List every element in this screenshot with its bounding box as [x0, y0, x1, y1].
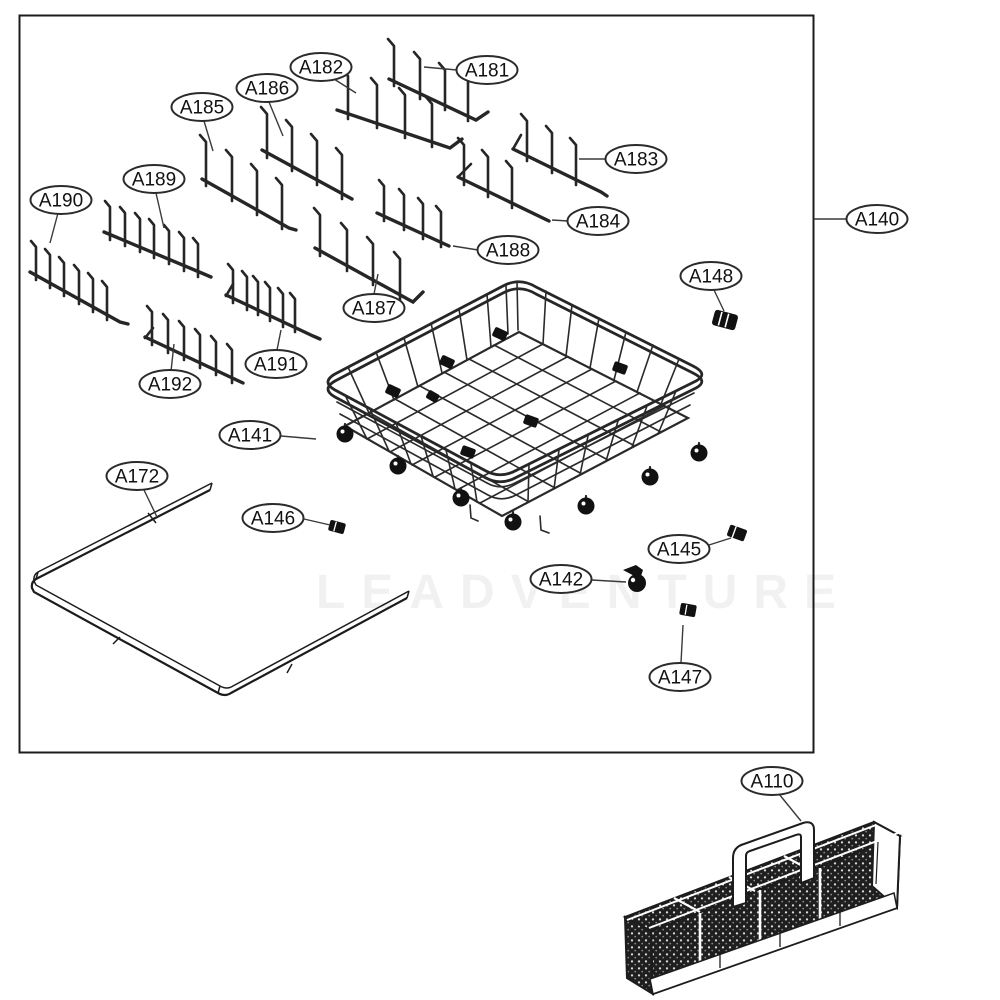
callout-a187[interactable]: A187 — [342, 273, 406, 323]
callout-a189[interactable]: A189 — [122, 164, 186, 229]
assembly-frame-border — [18, 14, 815, 754]
callout-a184[interactable]: A184 — [551, 206, 630, 236]
tine-row-a181 — [386, 37, 490, 123]
callout-label: A141 — [228, 426, 272, 447]
callout-label: A189 — [132, 170, 176, 191]
callout-label: A183 — [614, 150, 658, 171]
callout-label: A148 — [689, 267, 733, 288]
callout-label: A182 — [299, 58, 343, 79]
basket-handle — [732, 821, 815, 909]
callout-a142[interactable]: A142 — [529, 564, 627, 594]
tine-row-a184 — [456, 136, 551, 223]
callout-label: A142 — [539, 570, 583, 591]
tine-row-a182 — [335, 67, 464, 150]
callout-label: A172 — [115, 467, 159, 488]
callout-label: A192 — [148, 375, 192, 396]
callout-a145[interactable]: A145 — [647, 534, 732, 564]
callout-a185[interactable]: A185 — [170, 92, 234, 152]
callout-a191[interactable]: A191 — [244, 329, 308, 379]
callout-a110[interactable]: A110 — [740, 766, 804, 822]
callout-a141[interactable]: A141 — [218, 420, 317, 450]
callout-a188[interactable]: A188 — [452, 235, 540, 265]
caster-part-a142 — [623, 565, 646, 592]
lower-rack-assembly — [326, 280, 708, 534]
clip-part-a146 — [328, 520, 346, 534]
tine-row-a192 — [143, 304, 245, 385]
callout-a146[interactable]: A146 — [241, 503, 331, 533]
callout-a182[interactable]: A182 — [289, 52, 357, 94]
callout-label: A191 — [254, 355, 298, 376]
tine-row-a191 — [224, 262, 322, 341]
side-rail — [30, 482, 410, 697]
callout-a147[interactable]: A147 — [648, 624, 712, 692]
callout-label: A190 — [39, 191, 83, 212]
callout-label: A181 — [465, 61, 509, 82]
callout-a186[interactable]: A186 — [235, 73, 299, 137]
callout-label: A147 — [658, 668, 702, 689]
callout-a181[interactable]: A181 — [423, 55, 519, 85]
clip-part-a148 — [712, 309, 738, 331]
callout-label: A146 — [251, 509, 295, 530]
callout-a140[interactable]: A140 — [814, 204, 909, 234]
callout-a192[interactable]: A192 — [138, 343, 202, 399]
tine-clips — [385, 327, 628, 459]
callout-label: A140 — [855, 210, 899, 231]
tine-row-a188 — [375, 178, 451, 249]
callout-label: A110 — [751, 772, 794, 793]
clip-part-a147 — [679, 603, 697, 617]
clip-part-a145 — [727, 524, 747, 542]
cutlery-basket — [622, 820, 903, 996]
callout-label: A186 — [245, 79, 289, 100]
callout-label: A187 — [352, 299, 396, 320]
callout-label: A185 — [180, 98, 224, 119]
tine-row-a186 — [259, 105, 354, 201]
tine-row-a183 — [511, 112, 609, 198]
tine-row-a189 — [102, 199, 213, 279]
callout-a183[interactable]: A183 — [579, 144, 668, 174]
callout-label: A184 — [576, 212, 621, 233]
tine-row-a185 — [198, 133, 298, 232]
tine-row-a190 — [28, 239, 130, 326]
callout-label: A188 — [486, 241, 530, 262]
callout-a172[interactable]: A172 — [105, 461, 169, 518]
callout-label: A145 — [657, 540, 701, 561]
callout-a148[interactable]: A148 — [679, 261, 743, 312]
tine-row-a187 — [312, 206, 425, 305]
rack-casters — [336, 422, 708, 531]
callout-a190[interactable]: A190 — [29, 185, 93, 244]
